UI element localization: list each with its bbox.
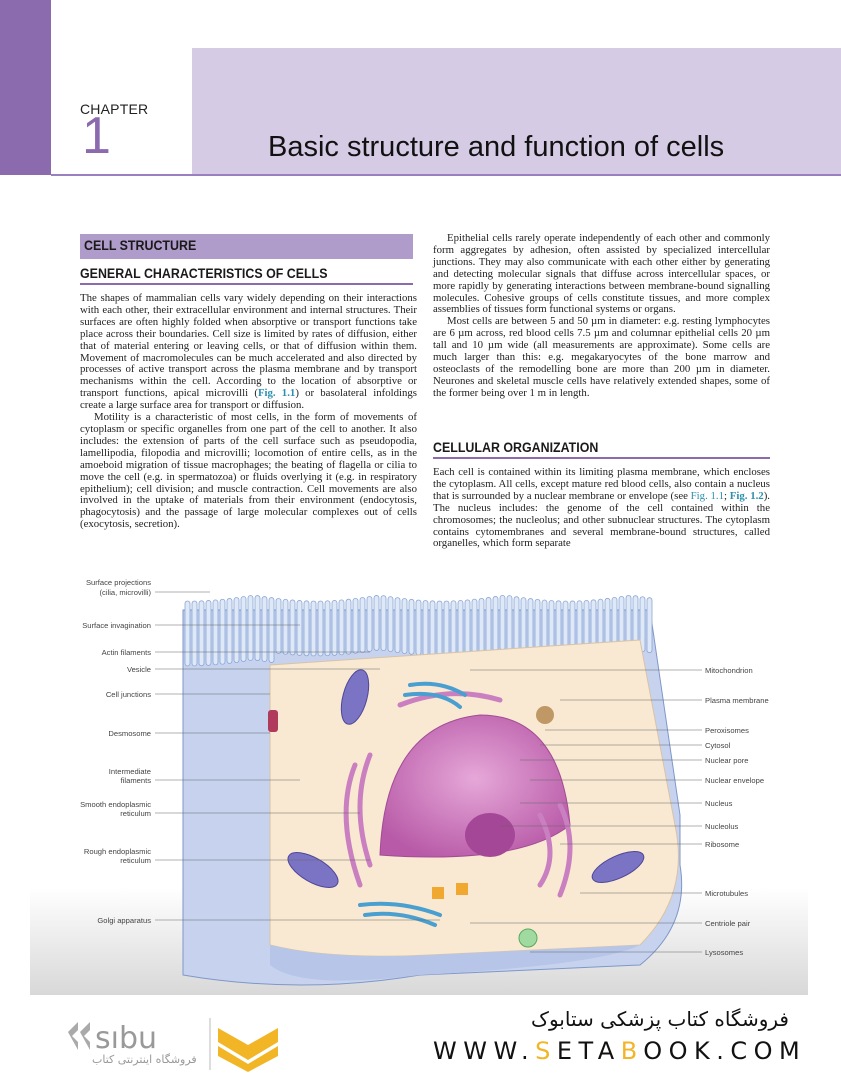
subheading-text: GENERAL CHARACTERISTICS OF CELLS — [80, 266, 328, 281]
paragraph-text: Most cells are between 5 and 50 µm in di… — [433, 315, 770, 399]
paragraph: The shapes of mammalian cells vary widel… — [80, 292, 417, 412]
figure-label-left: Actin filaments — [102, 648, 152, 657]
paragraph-text: Motility is a characteristic of most cel… — [80, 411, 417, 531]
lysosome — [518, 928, 538, 948]
right-column-text-2: Each cell is contained within its limiti… — [433, 466, 770, 550]
paragraph-text: ). The nucleus includes: the genome of t… — [433, 489, 770, 550]
figure-label-left: Surface projections — [86, 578, 151, 587]
subheading-cellular-organization: CELLULAR ORGANIZATION — [433, 440, 770, 459]
figure-label-right: Mitochondrion — [705, 666, 753, 675]
section-heading-bar: CELL STRUCTURE — [80, 234, 413, 259]
figure-label-left: filaments — [121, 776, 152, 785]
figure-label-left: Vesicle — [127, 665, 151, 674]
store-name: فروشگاه کتاب پزشکی ستابوک — [531, 1007, 789, 1031]
paragraph-text: ; — [724, 489, 730, 502]
footer-banner: sıbu فروشگاه اینترنتی کتاب فروشگاه کتاب … — [0, 995, 841, 1080]
subheading-text: CELLULAR ORGANIZATION — [433, 440, 599, 455]
figure-label-right: Plasma membrane — [705, 696, 769, 705]
cell-illustration: Surface projections(cilia, microvilli) Su… — [30, 565, 808, 995]
figure-label-right: Nucleolus — [705, 822, 739, 831]
figure-label-right: Cytosol — [705, 741, 731, 750]
paragraph-text: Epithelial cells rarely operate independ… — [433, 232, 770, 316]
chapter-title: Basic structure and function of cells — [268, 131, 725, 163]
paragraph-text: Each cell is contained within its limiti… — [433, 466, 770, 502]
figure-label-left: Surface invagination — [82, 621, 151, 630]
setabook-logo: sıbu — [68, 1018, 278, 1072]
subheading-general-characteristics: GENERAL CHARACTERISTICS OF CELLS — [80, 266, 413, 285]
microvilli — [184, 594, 653, 667]
nucleolus — [465, 813, 515, 857]
centriole-pair — [432, 883, 468, 899]
paragraph-text: ) or basolateral infoldings create a lar… — [80, 387, 417, 412]
paragraph: Each cell is contained within its limiti… — [433, 466, 770, 550]
paragraph: Most cells are between 5 and 50 µm in di… — [433, 315, 770, 399]
figure-label-right: Lysosomes — [705, 948, 743, 957]
endoplasmic-reticulum — [343, 691, 573, 898]
figure-label-left: Intermediate — [109, 767, 151, 776]
figure-label-right: Ribosome — [705, 840, 739, 849]
brand-chevron-icon — [218, 1028, 278, 1072]
figure-label-left: Rough endoplasmic — [84, 847, 151, 856]
mitochondria — [287, 669, 645, 888]
figure-label-right: Centriole pair — [705, 919, 751, 928]
figure-label-right: Nuclear pore — [705, 756, 748, 765]
paragraph: Motility is a characteristic of most cel… — [80, 411, 417, 531]
figure-label-right: Nucleus — [705, 799, 733, 808]
chapter-label: CHAPTER — [80, 101, 149, 117]
figure-label-left: Desmosome — [108, 729, 151, 738]
section-heading: CELL STRUCTURE — [84, 238, 197, 253]
paragraph: Epithelial cells rarely operate independ… — [433, 232, 770, 316]
figure-label-right: Peroxisomes — [705, 726, 749, 735]
right-column-text: Epithelial cells rarely operate independ… — [433, 232, 770, 400]
figure-label-left: reticulum — [120, 856, 151, 865]
figure-label-right: Microtubules — [705, 889, 748, 898]
figure-label-left: Cell junctions — [106, 690, 151, 699]
header-rule — [51, 174, 841, 176]
paragraph-text: The shapes of mammalian cells vary widel… — [80, 292, 417, 400]
peroxisome — [536, 706, 554, 724]
logo-tagline: فروشگاه اینترنتی کتاب — [92, 1053, 197, 1066]
chapter-number: 1 — [82, 107, 111, 165]
figure-reference-link[interactable]: Fig. 1.2 — [729, 489, 764, 502]
chapter-color-strip — [0, 0, 51, 175]
figure-label-left: reticulum — [120, 809, 151, 818]
left-column-text: The shapes of mammalian cells vary widel… — [80, 292, 417, 531]
figure-label-left: (cilia, microvilli) — [100, 588, 152, 597]
figure-label-left: Smooth endoplasmic — [80, 800, 151, 809]
logo-wordmark: sıbu — [95, 1021, 157, 1056]
golgi-apparatus — [358, 681, 467, 927]
figure-label-left: Golgi apparatus — [97, 916, 151, 925]
store-url[interactable]: WWW.SETABOOK.COM — [433, 1037, 807, 1065]
desmosome — [268, 710, 278, 732]
chevrons-icon — [68, 1022, 90, 1050]
figure-reference-link[interactable]: Fig. 1.1 — [257, 387, 296, 400]
cell-diagram-figure: Surface projections(cilia, microvilli) Su… — [0, 565, 841, 995]
chapter-title-band — [192, 48, 841, 175]
figure-label-right: Nuclear envelope — [705, 776, 764, 785]
figure-reference-link[interactable]: Fig. 1.1 — [690, 489, 725, 502]
